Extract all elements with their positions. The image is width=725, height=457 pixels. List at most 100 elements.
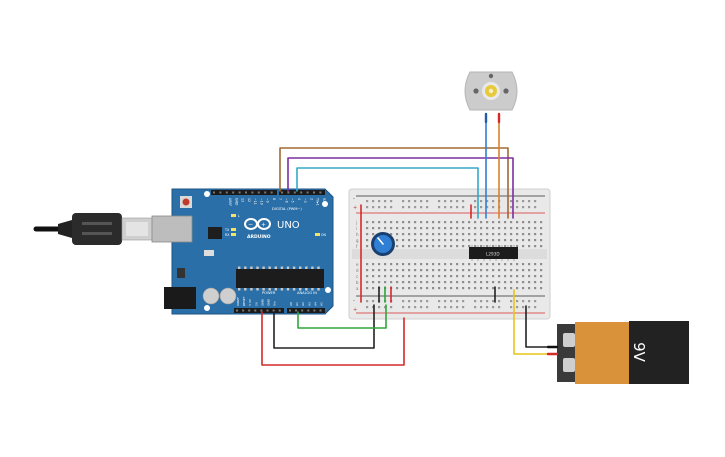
breadboard-hole[interactable]: [474, 300, 477, 303]
breadboard-hole[interactable]: [522, 239, 525, 242]
breadboard-hole[interactable]: [486, 227, 489, 230]
breadboard-hole[interactable]: [510, 200, 513, 203]
breadboard-hole[interactable]: [504, 263, 507, 266]
breadboard-hole[interactable]: [510, 263, 513, 266]
breadboard-hole[interactable]: [444, 269, 447, 272]
breadboard-hole[interactable]: [534, 239, 537, 242]
breadboard-hole[interactable]: [444, 227, 447, 230]
breadboard-hole[interactable]: [516, 281, 519, 284]
breadboard-hole[interactable]: [540, 221, 543, 224]
breadboard-hole[interactable]: [468, 269, 471, 272]
breadboard-hole[interactable]: [438, 300, 441, 303]
breadboard-hole[interactable]: [408, 275, 411, 278]
breadboard-hole[interactable]: [468, 245, 471, 248]
breadboard-hole[interactable]: [462, 275, 465, 278]
breadboard-hole[interactable]: [498, 227, 501, 230]
header-pin[interactable]: [306, 191, 309, 194]
breadboard-hole[interactable]: [492, 239, 495, 242]
breadboard-hole[interactable]: [378, 306, 381, 309]
breadboard-hole[interactable]: [402, 206, 405, 209]
breadboard-hole[interactable]: [402, 300, 405, 303]
breadboard-hole[interactable]: [372, 306, 375, 309]
breadboard-hole[interactable]: [450, 281, 453, 284]
header-pin[interactable]: [293, 191, 296, 194]
breadboard-hole[interactable]: [450, 269, 453, 272]
breadboard-hole[interactable]: [498, 263, 501, 266]
header-pin[interactable]: [307, 309, 310, 312]
breadboard-hole[interactable]: [522, 245, 525, 248]
breadboard-hole[interactable]: [408, 221, 411, 224]
breadboard-hole[interactable]: [390, 275, 393, 278]
breadboard-hole[interactable]: [414, 239, 417, 242]
header-pin[interactable]: [287, 191, 290, 194]
breadboard-hole[interactable]: [414, 245, 417, 248]
breadboard-hole[interactable]: [378, 200, 381, 203]
breadboard-hole[interactable]: [474, 275, 477, 278]
breadboard-hole[interactable]: [426, 233, 429, 236]
header-pin[interactable]: [300, 191, 303, 194]
breadboard-hole[interactable]: [396, 227, 399, 230]
breadboard-hole[interactable]: [522, 300, 525, 303]
breadboard-hole[interactable]: [468, 263, 471, 266]
breadboard-hole[interactable]: [456, 245, 459, 248]
breadboard-hole[interactable]: [366, 300, 369, 303]
breadboard-hole[interactable]: [372, 221, 375, 224]
breadboard-hole[interactable]: [450, 300, 453, 303]
breadboard-hole[interactable]: [426, 206, 429, 209]
breadboard-hole[interactable]: [444, 306, 447, 309]
breadboard-hole[interactable]: [366, 206, 369, 209]
breadboard-hole[interactable]: [456, 233, 459, 236]
breadboard-hole[interactable]: [540, 281, 543, 284]
breadboard-hole[interactable]: [498, 239, 501, 242]
breadboard-hole[interactable]: [480, 263, 483, 266]
breadboard-hole[interactable]: [426, 300, 429, 303]
breadboard-hole[interactable]: [480, 221, 483, 224]
breadboard-hole[interactable]: [420, 233, 423, 236]
breadboard-hole[interactable]: [462, 281, 465, 284]
breadboard-hole[interactable]: [450, 263, 453, 266]
breadboard-hole[interactable]: [498, 233, 501, 236]
breadboard-hole[interactable]: [540, 275, 543, 278]
breadboard-hole[interactable]: [468, 287, 471, 290]
breadboard-hole[interactable]: [396, 263, 399, 266]
breadboard-hole[interactable]: [528, 245, 531, 248]
breadboard-hole[interactable]: [426, 227, 429, 230]
breadboard-hole[interactable]: [366, 263, 369, 266]
breadboard-hole[interactable]: [528, 200, 531, 203]
header-pin[interactable]: [213, 191, 215, 194]
header-pin[interactable]: [313, 191, 315, 194]
breadboard-hole[interactable]: [528, 306, 531, 309]
breadboard-hole[interactable]: [438, 221, 441, 224]
breadboard-hole[interactable]: [504, 221, 507, 224]
breadboard-hole[interactable]: [426, 281, 429, 284]
breadboard-hole[interactable]: [492, 263, 495, 266]
breadboard-hole[interactable]: [444, 281, 447, 284]
breadboard-hole[interactable]: [414, 227, 417, 230]
breadboard-hole[interactable]: [438, 287, 441, 290]
breadboard-hole[interactable]: [402, 306, 405, 309]
breadboard-hole[interactable]: [510, 221, 513, 224]
breadboard-hole[interactable]: [522, 287, 525, 290]
breadboard-hole[interactable]: [486, 245, 489, 248]
breadboard-hole[interactable]: [366, 245, 369, 248]
breadboard-hole[interactable]: [492, 269, 495, 272]
breadboard-hole[interactable]: [456, 281, 459, 284]
breadboard-hole[interactable]: [504, 239, 507, 242]
breadboard-hole[interactable]: [534, 269, 537, 272]
breadboard-hole[interactable]: [420, 206, 423, 209]
breadboard-hole[interactable]: [516, 269, 519, 272]
breadboard-hole[interactable]: [432, 239, 435, 242]
breadboard-hole[interactable]: [414, 275, 417, 278]
breadboard-hole[interactable]: [480, 200, 483, 203]
header-pin[interactable]: [236, 309, 238, 312]
breadboard-hole[interactable]: [414, 200, 417, 203]
breadboard-hole[interactable]: [426, 269, 429, 272]
breadboard-hole[interactable]: [408, 200, 411, 203]
breadboard-hole[interactable]: [366, 287, 369, 290]
wire-purple[interactable]: [287, 157, 514, 219]
wires[interactable]: [261, 112, 559, 366]
breadboard-hole[interactable]: [474, 245, 477, 248]
breadboard-hole[interactable]: [480, 306, 483, 309]
breadboard-hole[interactable]: [474, 239, 477, 242]
breadboard-hole[interactable]: [468, 227, 471, 230]
